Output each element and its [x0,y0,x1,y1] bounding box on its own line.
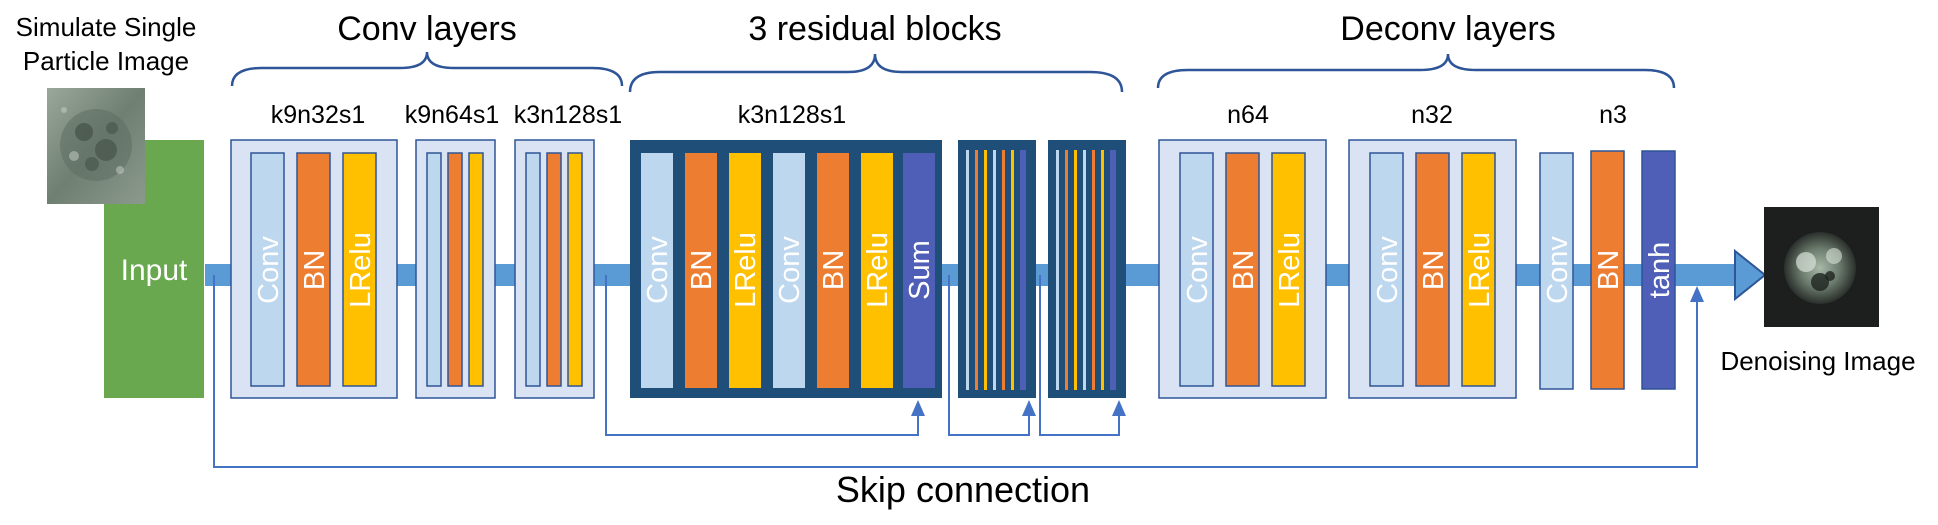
deconv-block-3-tanh-layer: tanh [1641,150,1676,390]
deconv-block-2-conv-layer: Conv [1369,152,1404,387]
input-caption-line2: Particle Image [23,46,189,76]
input-particle-image [47,88,145,204]
deconv-block-3-bn-label: BN [1593,250,1625,290]
conv-block-1-bn-label: BN [299,250,331,290]
skip-connection-line [213,275,1698,468]
deconv-block-1-bn-layer: BN [1225,152,1260,387]
deconv-block-1-lrelu-layer: LRelu [1271,152,1306,387]
deconv-block-3-bn-layer: BN [1590,150,1625,390]
residual-block-1-lrelu-a-label: LRelu [730,232,762,308]
deconv-block-1-conv-label: Conv [1182,236,1214,304]
residual-block-1-conv-b: Conv [773,153,806,388]
label-k9n32s1: k9n32s1 [271,101,366,129]
conv-block-2-lrelu-layer [468,152,484,387]
residual-block-1-conv-a-label: Conv [642,236,674,304]
residual-shortcut-3-arrowhead [1112,400,1126,416]
conv-block-1-conv-layer: Conv [250,152,285,387]
conv-block-1-lrelu-layer: LRelu [342,152,377,387]
output-denoised-image [1764,207,1879,327]
skip-connection-arrowhead [1690,286,1704,302]
label-k9n64s1: k9n64s1 [405,101,500,129]
residual-blocks-title: 3 residual blocks [748,10,1001,48]
deconv-block-3-tanh-label: tanh [1644,242,1676,298]
residual-block-3 [1048,140,1126,398]
deconv-layers-title: Deconv layers [1340,10,1555,48]
residual-block-1-bn-a: BN [685,153,718,388]
deconv-block-1-conv-layer: Conv [1179,152,1214,387]
residual-shortcut-2-arrowhead [1022,400,1036,416]
skip-connection-label: Skip connection [836,469,1090,510]
output-caption: Denoising Image [1720,346,1915,376]
residual-block-1-conv-a: Conv [641,153,674,388]
label-k3n128s1-residual: k3n128s1 [738,101,846,129]
deconv-block-2-lrelu-layer: LRelu [1461,152,1496,387]
residual-block-1-bn-a-label: BN [686,250,718,290]
conv-layers-title: Conv layers [337,10,517,48]
residual-block-1-lrelu-b-label: LRelu [862,232,894,308]
residual-block-1-lrelu-a: LRelu [729,153,762,388]
deconv-layers-brace [1156,53,1676,89]
input-caption-line1: Simulate Single [16,12,197,42]
deconv-block-2-conv-label: Conv [1372,236,1404,304]
residual-block-2 [958,140,1036,398]
input-block-label: Input [121,254,188,287]
deconv-block-2-bn-label: BN [1418,250,1450,290]
residual-block-1-conv-b-label: Conv [774,236,806,304]
residual-block-1-bn-b: BN [817,153,850,388]
residual-shortcut-2 [948,275,1030,436]
residual-shortcut-3 [1039,275,1120,436]
label-n64: n64 [1227,101,1269,129]
deconv-block-1-lrelu-label: LRelu [1274,232,1306,308]
residual-block-1-lrelu-b: LRelu [861,153,894,388]
label-n3: n3 [1599,101,1627,129]
residual-block-1-sum: Sum [903,153,936,388]
deconv-block-3-conv-label: Conv [1542,236,1574,304]
deconv-block-2-bn-layer: BN [1415,152,1450,387]
conv-block-1-lrelu-label: LRelu [345,232,377,308]
conv-block-3-conv-layer [525,152,541,387]
label-k3n128s1-conv: k3n128s1 [514,101,622,129]
residual-blocks-brace [628,53,1124,93]
conv-block-2-conv-layer [426,152,442,387]
conv-block-1-bn-layer: BN [296,152,331,387]
deconv-block-2-lrelu-label: LRelu [1464,232,1496,308]
conv-layers-brace [230,51,624,87]
conv-block-3-bn-layer [546,152,562,387]
conv-block-3-lrelu-layer [567,152,583,387]
residual-block-1-bn-b-label: BN [818,250,850,290]
residual-shortcut-1-arrowhead [911,400,925,416]
conv-block-2-bn-layer [447,152,463,387]
deconv-block-1-bn-label: BN [1228,250,1260,290]
label-n32: n32 [1411,101,1453,129]
deconv-block-3-conv-layer: Conv [1539,152,1574,390]
residual-block-1-sum-label: Sum [904,240,936,300]
residual-shortcut-1 [605,275,919,436]
main-flow-arrowhead [1734,248,1767,302]
conv-block-1-conv-label: Conv [253,236,285,304]
